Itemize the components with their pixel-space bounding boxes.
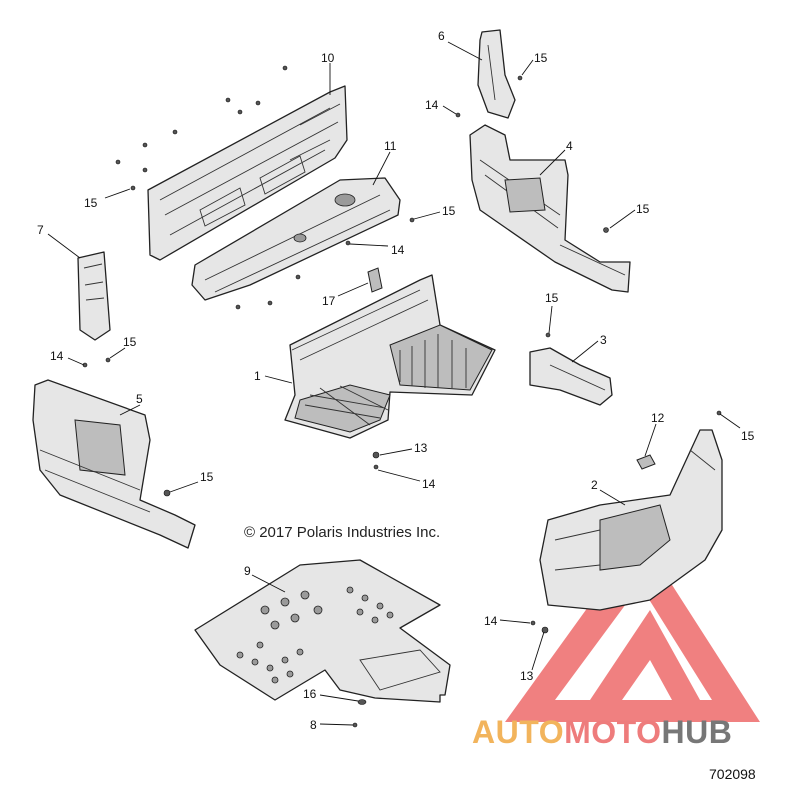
callout-4: 4 xyxy=(566,139,573,153)
part-4-right-panel xyxy=(469,124,631,293)
callout-7: 7 xyxy=(37,223,44,237)
callout-14d: 14 xyxy=(422,477,436,491)
drawing-number: 702098 xyxy=(709,766,756,782)
fasteners xyxy=(82,65,722,728)
copyright-notice: © 2017 Polaris Industries Inc. xyxy=(244,524,441,541)
callout-13b: 13 xyxy=(520,669,534,683)
callout-15f: 15 xyxy=(123,335,137,349)
part-1-floor-tray xyxy=(284,274,496,439)
triangle-logo-icon xyxy=(505,535,760,722)
brand-part-moto: MOTO xyxy=(564,714,662,750)
callout-16: 16 xyxy=(303,687,317,701)
part-17-clip xyxy=(367,267,383,293)
part-3-bracket xyxy=(529,347,613,406)
callout-14c: 14 xyxy=(50,349,64,363)
part-7-post xyxy=(77,251,111,341)
part-6-post xyxy=(477,29,516,119)
callout-14b: 14 xyxy=(391,243,405,257)
brand-part-auto: AUTO xyxy=(472,714,565,750)
part-2-storage-bin xyxy=(539,429,723,611)
part-11-cross-member xyxy=(191,177,401,301)
part-5-left-panel xyxy=(32,379,196,549)
callout-14e: 14 xyxy=(484,614,498,628)
callout-11: 11 xyxy=(384,139,397,153)
callout-10: 10 xyxy=(321,51,335,65)
callout-15d: 15 xyxy=(636,202,650,216)
part-12-plate xyxy=(636,454,656,470)
callout-9: 9 xyxy=(244,564,251,578)
callout-labels: 10 6 15 14 4 11 15 15 15 14 7 17 15 3 15… xyxy=(37,29,755,732)
leader-lines xyxy=(47,41,741,726)
part-10-rear-panel xyxy=(147,85,348,261)
callout-3: 3 xyxy=(600,333,607,347)
callout-14a: 14 xyxy=(425,98,439,112)
callout-17: 17 xyxy=(322,294,336,308)
brand-part-hub: HUB xyxy=(661,714,733,750)
callout-15g: 15 xyxy=(741,429,755,443)
callout-1: 1 xyxy=(254,369,261,383)
callout-5: 5 xyxy=(136,392,143,406)
watermark-brand: AUTOMOTOHUB xyxy=(472,714,732,751)
callout-12: 12 xyxy=(651,411,665,425)
callout-2: 2 xyxy=(591,478,598,492)
callout-13a: 13 xyxy=(414,441,428,455)
callout-15h: 15 xyxy=(200,470,214,484)
part-9-skid-plate xyxy=(194,559,451,703)
callout-15e: 15 xyxy=(545,291,559,305)
callout-15a: 15 xyxy=(534,51,548,65)
callout-15b: 15 xyxy=(84,196,98,210)
callout-6: 6 xyxy=(438,29,445,43)
callout-8: 8 xyxy=(310,718,317,732)
callout-15c: 15 xyxy=(442,204,456,218)
